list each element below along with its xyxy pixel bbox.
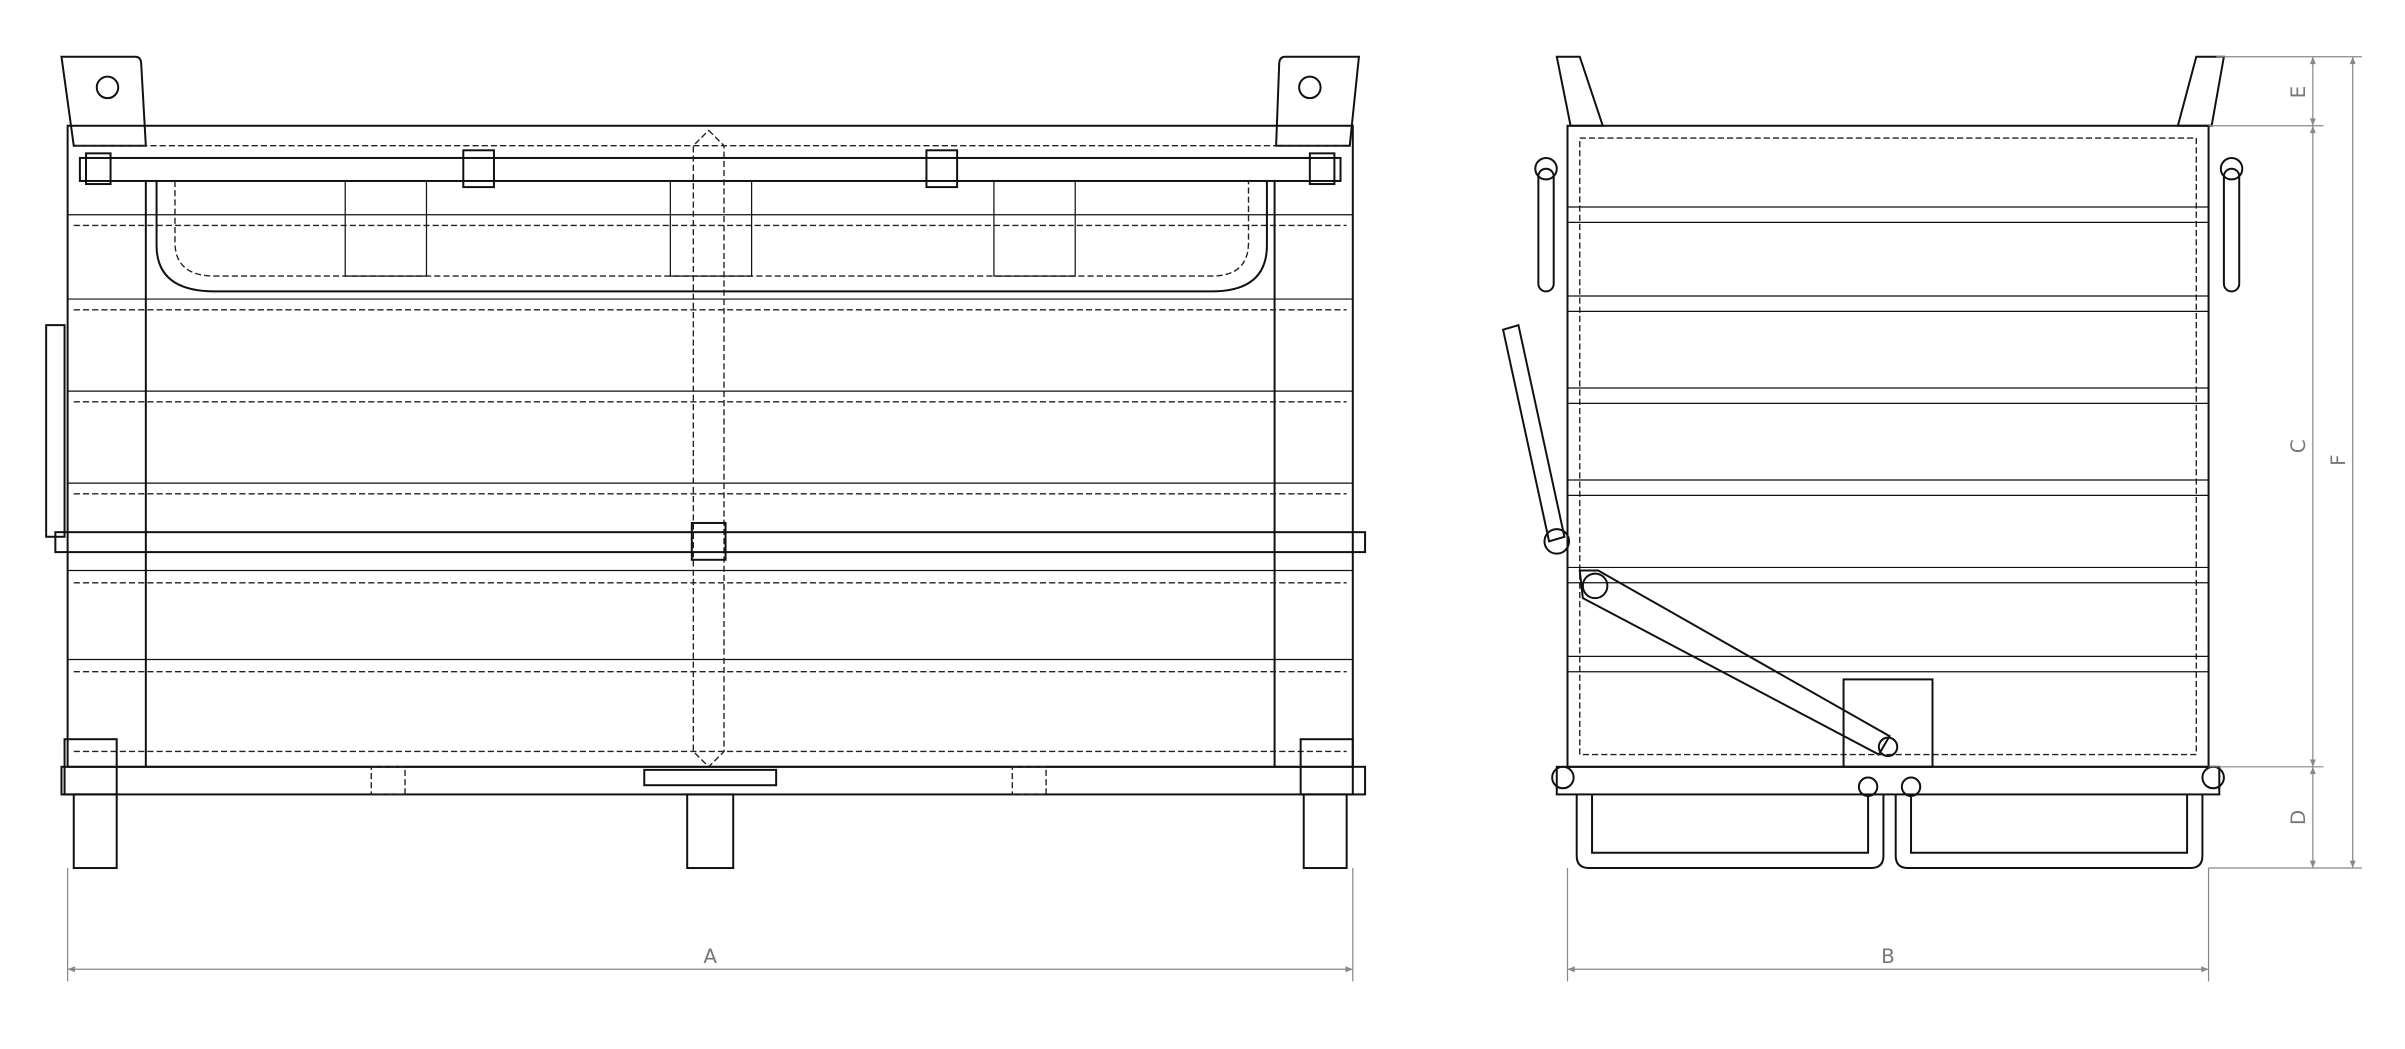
side-lug-right: [2176, 55, 2226, 127]
body-outline: [66, 124, 1354, 768]
middle-bar: [54, 531, 1367, 554]
release-arm: [1578, 569, 1891, 756]
hook-left: [1537, 167, 1555, 293]
side-lever: [45, 324, 66, 538]
lifting-lug-right: [1275, 55, 1361, 147]
top-rail: [78, 156, 1342, 182]
ribs: [67, 214, 1353, 753]
dimension-label-e: E: [2287, 86, 2310, 99]
dimension-label-f: F: [2327, 454, 2350, 465]
dimension-label-c: C: [2287, 439, 2310, 453]
leg-left: [72, 793, 118, 870]
fork-pocket-right: [1894, 794, 2204, 870]
lug-hole-left: [95, 75, 120, 100]
lifting-lug-left: [60, 55, 147, 147]
base-frame: [60, 765, 1367, 796]
dimension-label-a: A: [703, 945, 717, 968]
side-lug-left: [1555, 55, 1605, 127]
leg-center: [686, 793, 735, 870]
leg-right: [1302, 793, 1348, 870]
dimension-label-b: B: [1881, 945, 1895, 968]
front-view: [45, 55, 1367, 870]
dimensions: A B E C D F: [67, 56, 2362, 982]
grab-handle: [155, 180, 1268, 293]
side-view: [1501, 55, 2244, 870]
lug-hole-right: [1298, 75, 1322, 100]
side-base: [1555, 765, 2221, 796]
fork-pocket-left: [1575, 794, 1885, 870]
side-ribs: [1567, 206, 2209, 673]
release-lever: [1501, 323, 1566, 543]
hook-right: [2222, 167, 2241, 293]
dimension-label-d: D: [2287, 810, 2310, 825]
